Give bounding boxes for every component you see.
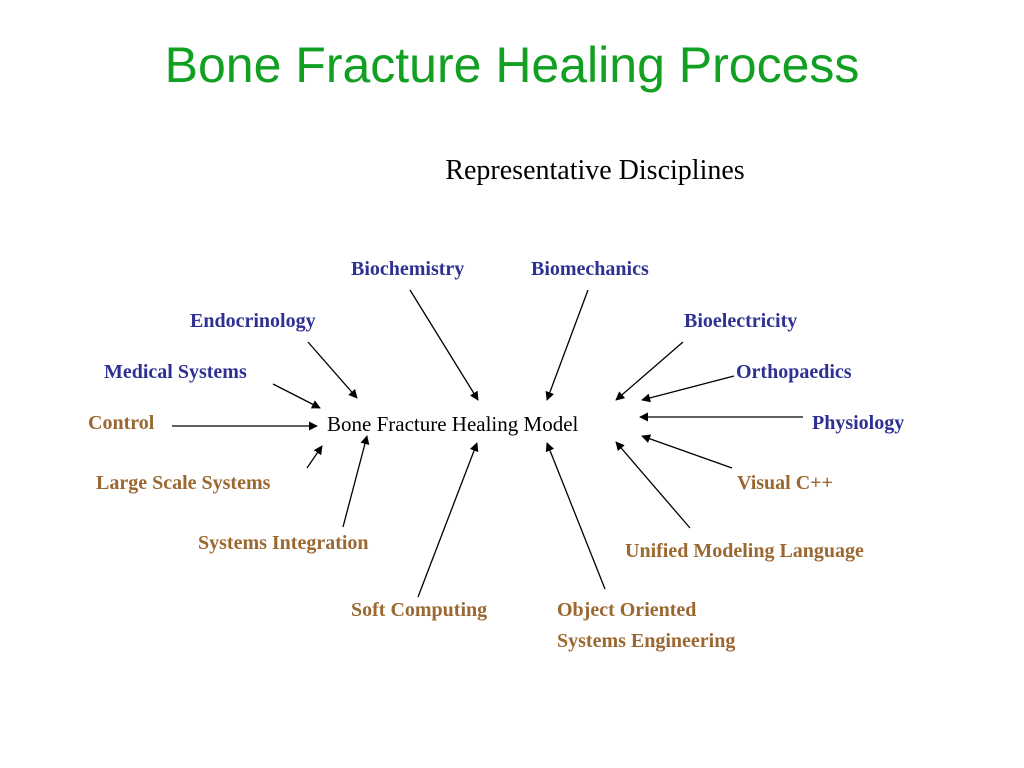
node-biochemistry: Biochemistry	[351, 258, 465, 280]
arrow-soft-computing	[417, 442, 479, 598]
arrow-object-oriented	[545, 442, 606, 590]
arrow-biochemistry	[409, 289, 479, 401]
slide-subtitle: Representative Disciplines	[445, 155, 745, 186]
node-orthopaedics: Orthopaedics	[736, 361, 852, 383]
node-visual-cpp: Visual C++	[737, 472, 833, 494]
arrow-systems-integration	[342, 435, 370, 528]
arrow-orthopaedics	[641, 375, 735, 403]
arrow-biomechanics	[545, 289, 589, 401]
node-biomechanics: Biomechanics	[531, 258, 649, 280]
node-soft-computing: Soft Computing	[351, 599, 488, 621]
node-object-oriented-line1: Object Oriented	[557, 599, 697, 621]
arrow-medical-systems	[272, 383, 321, 409]
arrow-endocrinology	[307, 341, 358, 399]
arrow-large-scale-systems	[306, 445, 323, 469]
node-physiology: Physiology	[812, 412, 905, 434]
node-systems-integration: Systems Integration	[198, 532, 369, 554]
slide-title: Bone Fracture Healing Process	[164, 37, 860, 93]
center-node-model: Bone Fracture Healing Model	[327, 412, 579, 436]
node-medical-systems: Medical Systems	[104, 361, 247, 383]
node-endocrinology: Endocrinology	[190, 310, 316, 332]
node-bioelectricity: Bioelectricity	[684, 310, 798, 332]
node-object-oriented-line2: Systems Engineering	[557, 630, 736, 652]
arrow-uml	[615, 441, 691, 529]
arrow-bioelectricity	[615, 341, 684, 401]
node-control: Control	[88, 412, 155, 434]
arrow-visual-cpp	[641, 434, 733, 469]
node-uml: Unified Modeling Language	[625, 540, 864, 562]
node-large-scale-systems: Large Scale Systems	[96, 472, 271, 494]
